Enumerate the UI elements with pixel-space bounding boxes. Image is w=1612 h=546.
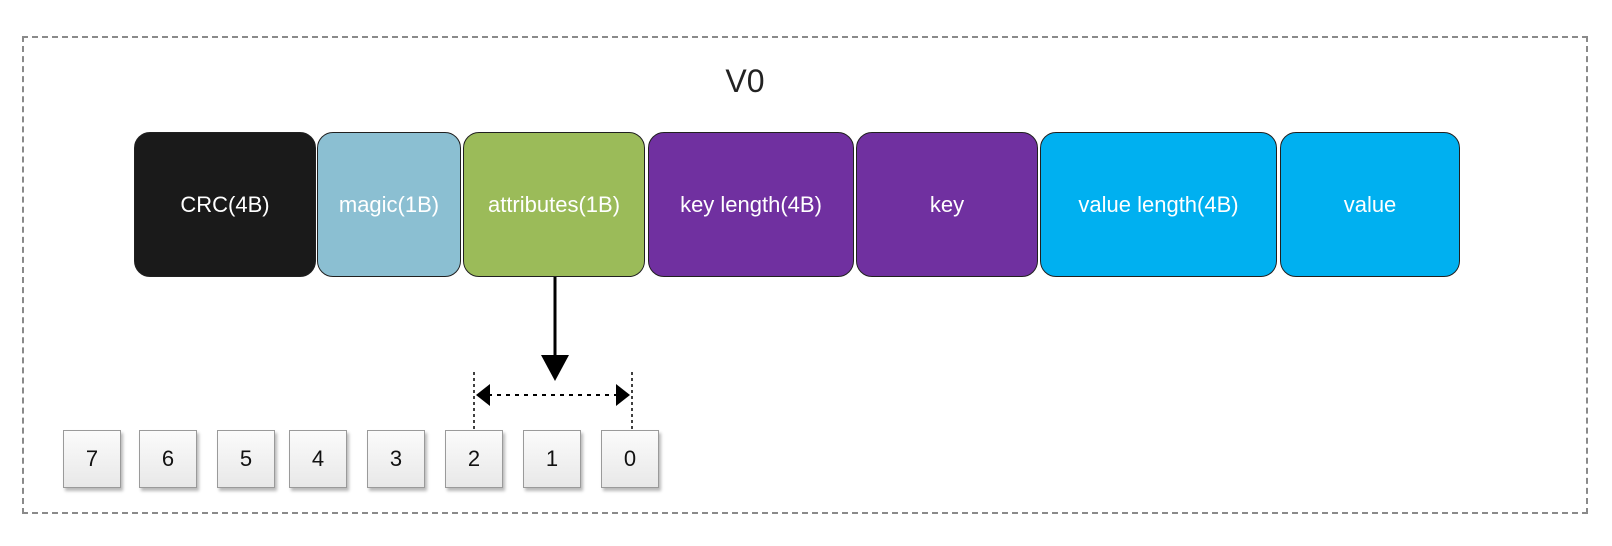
bit-0-box: 0 xyxy=(601,430,659,488)
field-magic: magic(1B) xyxy=(317,132,461,277)
bit-7-box: 7 xyxy=(63,430,121,488)
bit-1-box: 1 xyxy=(523,430,581,488)
field-crc: CRC(4B) xyxy=(134,132,316,277)
bit-2-box: 2 xyxy=(445,430,503,488)
bit-6-box: 6 xyxy=(139,430,197,488)
bit-4-box: 4 xyxy=(289,430,347,488)
field-key-length: key length(4B) xyxy=(648,132,854,277)
field-value-length: value length(4B) xyxy=(1040,132,1277,277)
v0-format-frame xyxy=(22,36,1588,514)
field-value: value xyxy=(1280,132,1460,277)
bit-5-box: 5 xyxy=(217,430,275,488)
diagram-title: V0 xyxy=(725,63,765,99)
field-attributes: attributes(1B) xyxy=(463,132,645,277)
bit-3-box: 3 xyxy=(367,430,425,488)
field-key: key xyxy=(856,132,1038,277)
